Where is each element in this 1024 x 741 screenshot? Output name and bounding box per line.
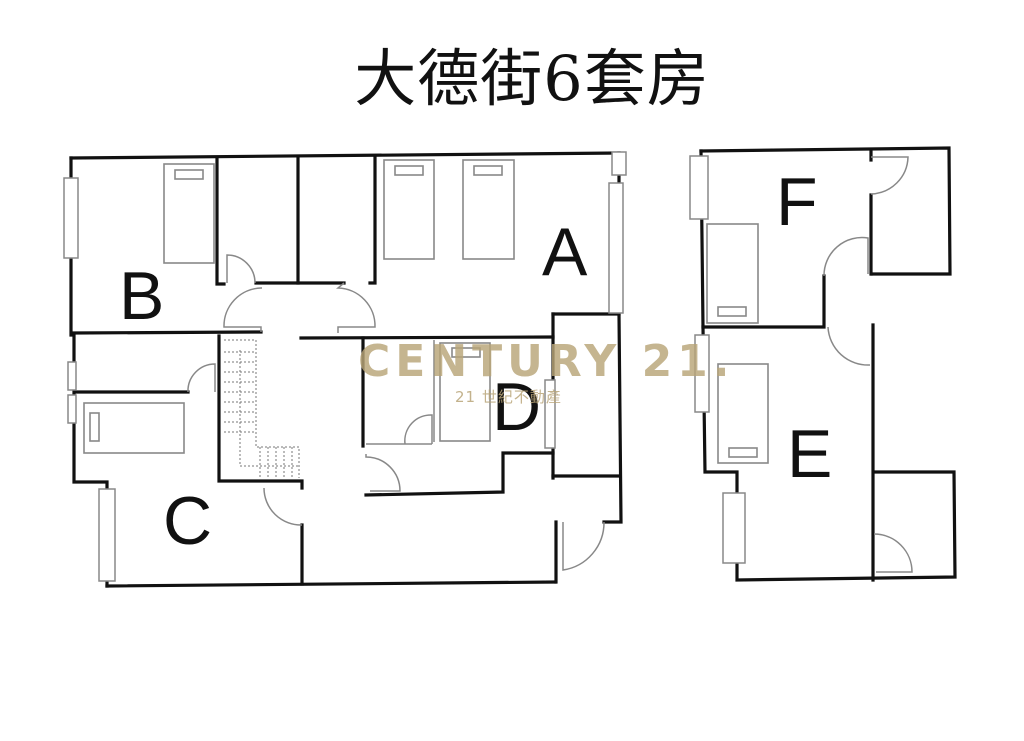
- right-unit-beds: [706, 223, 769, 464]
- century21-watermark-subtitle: 21 世紀不動產: [455, 388, 562, 406]
- left-unit-windows: [63, 151, 627, 582]
- room-label-c: C: [163, 483, 213, 559]
- century21-watermark: CENTURY 21.: [358, 336, 735, 387]
- staircase: [224, 339, 300, 478]
- room-label-d: D: [492, 369, 542, 445]
- room-label-a: A: [542, 214, 588, 290]
- left-unit-doors: [187, 254, 605, 571]
- room-label-f: F: [776, 164, 818, 240]
- room-label-e: E: [787, 416, 833, 492]
- left-unit-beds: [83, 159, 515, 454]
- right-unit-doors: [823, 156, 913, 573]
- room-label-b: B: [119, 258, 165, 334]
- right-unit-windows: [689, 155, 746, 564]
- floor-plan-title: 大德街6套房: [354, 42, 710, 115]
